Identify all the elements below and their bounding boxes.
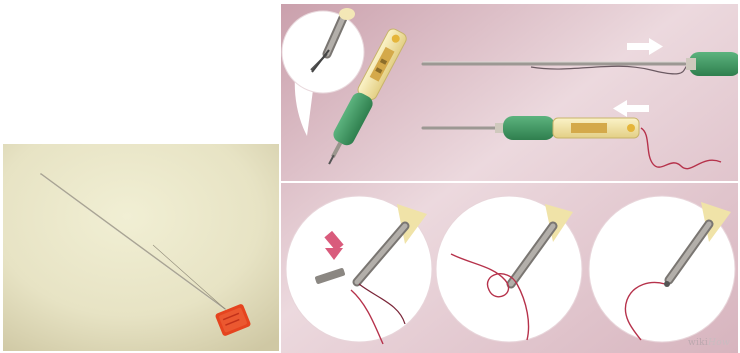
- punch-needle-illustration: [281, 4, 738, 353]
- pull-thread-through-icon: [589, 196, 735, 342]
- wikihow-watermark: wikiHow: [688, 338, 730, 348]
- insert-thread-into-tip-icon: [286, 196, 432, 344]
- instructions-panel: wikiHow: [281, 4, 738, 353]
- loop-thread-icon: [436, 196, 582, 342]
- needle-with-red-tag-icon: [3, 144, 279, 351]
- needle-photo: [3, 144, 279, 351]
